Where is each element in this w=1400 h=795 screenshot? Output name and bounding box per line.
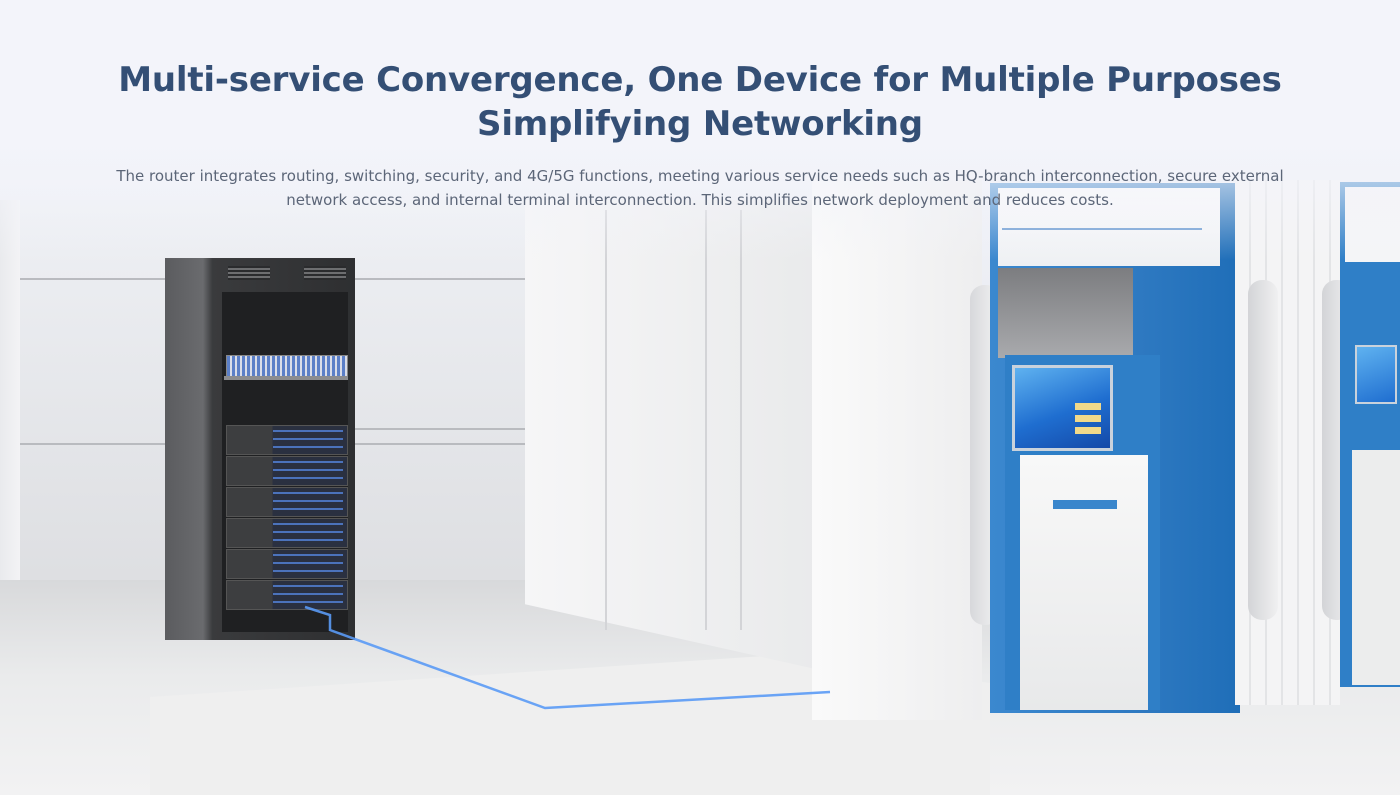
rack-vent xyxy=(304,266,346,280)
hero-section: Multi-service Convergence, One Device fo… xyxy=(0,58,1400,212)
second-kiosk-base xyxy=(1352,450,1400,685)
cabinet-seam xyxy=(605,210,607,630)
title-line-2: Simplifying Networking xyxy=(477,104,923,144)
kiosk-screen-button xyxy=(1075,403,1101,410)
cabinet-front xyxy=(812,180,982,720)
pillar-panel xyxy=(1248,280,1278,620)
rack-server xyxy=(226,456,348,486)
title-line-1: Multi-service Convergence, One Device fo… xyxy=(118,60,1282,100)
rack-server xyxy=(226,518,348,548)
wall-edge xyxy=(0,200,22,680)
rack-server xyxy=(226,549,348,579)
cabinet-seam xyxy=(705,210,707,630)
kiosk-screen-button xyxy=(1075,415,1101,422)
rack-server xyxy=(226,487,348,517)
page-title: Multi-service Convergence, One Device fo… xyxy=(0,58,1400,146)
hero-description: The router integrates routing, switching… xyxy=(116,167,1284,209)
kiosk-base xyxy=(1020,455,1148,710)
wall-seam xyxy=(355,428,530,430)
server-cabinet-row xyxy=(525,200,820,670)
kiosk-card-slot xyxy=(1053,500,1117,509)
second-kiosk-screen xyxy=(1355,345,1397,404)
text-backdrop-fade xyxy=(0,0,1400,260)
kiosk-recess xyxy=(998,268,1133,358)
kiosk-screen-button xyxy=(1075,427,1101,434)
cabinet-seam xyxy=(740,210,742,630)
rack-shelf xyxy=(224,376,348,380)
rack-server xyxy=(226,580,348,610)
rack-vent xyxy=(228,266,270,280)
rack-server xyxy=(226,425,348,455)
